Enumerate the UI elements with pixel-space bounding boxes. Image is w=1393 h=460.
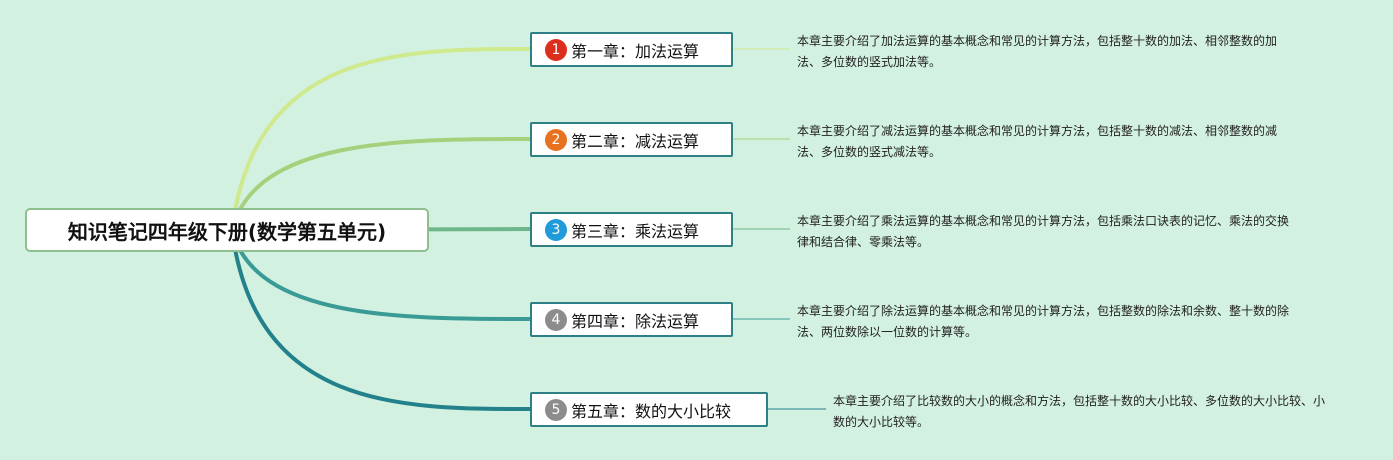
chapter-4-number-badge: 4 xyxy=(545,308,567,331)
branch-line-2 xyxy=(230,137,532,232)
root-topic[interactable]: 知识笔记四年级下册(数学第五单元) xyxy=(25,208,429,252)
chapter-3-description: 本章主要介绍了乘法运算的基本概念和常见的计算方法，包括乘法口诀表的记忆、乘法的交… xyxy=(797,214,1290,249)
root-title: 知识笔记四年级下册(数学第五单元) xyxy=(67,219,387,244)
chapter-2-number-badge: 2 xyxy=(545,128,567,151)
chapter-5-node[interactable]: 5 第五章：数的大小比较 xyxy=(530,392,768,427)
branch-line-4 xyxy=(230,228,532,321)
chapter-1-description: 本章主要介绍了加法运算的基本概念和常见的计算方法，包括整十数的加法、相邻整数的加… xyxy=(797,34,1278,69)
chapter-2-title: 第二章：减法运算 xyxy=(571,131,700,151)
chapter-3-number-badge: 3 xyxy=(545,218,567,241)
chapter-3-node[interactable]: 3 第三章：乘法运算 xyxy=(530,212,733,247)
chapter-2-description: 本章主要介绍了减法运算的基本概念和常见的计算方法，包括整十数的减法、相邻整数的减… xyxy=(797,124,1278,159)
chapter-4-description: 本章主要介绍了除法运算的基本概念和常见的计算方法，包括整数的除法和余数、整十数的… xyxy=(797,304,1290,339)
chapter-1-number-badge: 1 xyxy=(545,38,567,61)
branch-line-5 xyxy=(230,228,532,411)
chapter-5-title: 第五章：数的大小比较 xyxy=(571,401,732,421)
chapter-1-title: 第一章：加法运算 xyxy=(571,41,700,61)
branch-line-1 xyxy=(230,47,532,232)
chapter-1-node[interactable]: 1 第一章：加法运算 xyxy=(530,32,733,67)
chapter-4-node[interactable]: 4 第四章：除法运算 xyxy=(530,302,733,337)
chapter-4-title: 第四章：除法运算 xyxy=(571,311,700,331)
chapter-5-number-badge: 5 xyxy=(545,398,567,421)
chapter-2-node[interactable]: 2 第二章：减法运算 xyxy=(530,122,733,157)
chapter-3-title: 第三章：乘法运算 xyxy=(571,221,700,241)
chapter-5-description: 本章主要介绍了比较数的大小的概念和方法，包括整十数的大小比较、多位数的大小比较、… xyxy=(833,394,1326,429)
